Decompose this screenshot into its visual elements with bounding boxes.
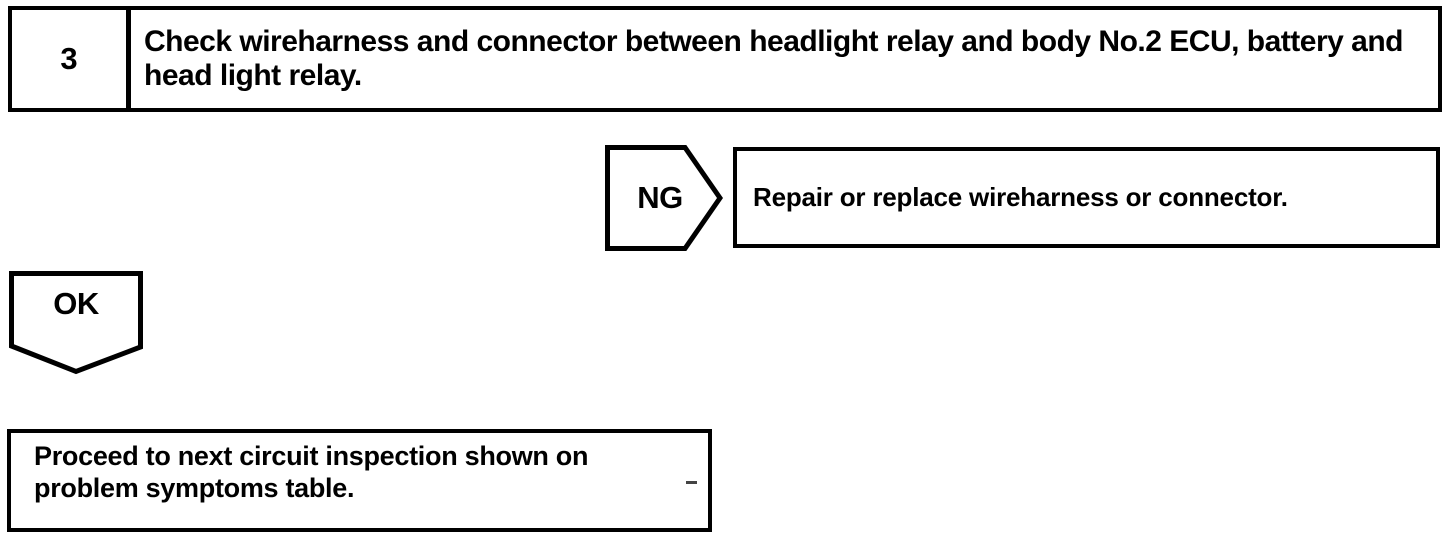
step-instruction-cell: Check wireharness and connector between … [131,10,1438,108]
ok-action-text: Proceed to next circuit inspection shown… [34,441,589,503]
scan-artifact-dash [686,481,697,484]
ok-pentagon-icon [9,271,143,375]
ok-action-box: Proceed to next circuit inspection shown… [7,429,712,532]
ng-action-box: Repair or replace wireharness or connect… [733,147,1440,248]
step-box: 3 Check wireharness and connector betwee… [8,6,1442,112]
ng-label: NG [637,180,683,215]
ok-connector: OK [9,271,143,375]
step-number: 3 [12,10,131,108]
step-instruction-text: Check wireharness and connector between … [144,25,1403,92]
ok-label: OK [53,286,99,321]
ng-action-text: Repair or replace wireharness or connect… [753,182,1288,212]
ng-pentagon-icon [605,145,723,251]
ng-connector: NG [605,145,723,251]
